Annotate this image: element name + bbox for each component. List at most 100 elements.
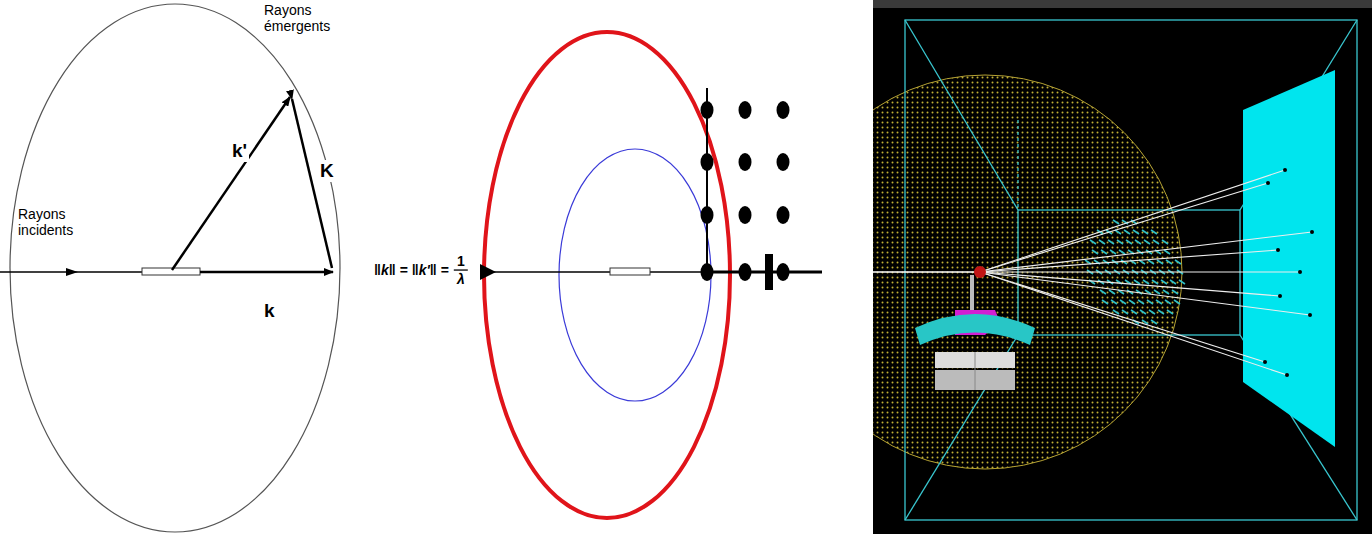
lattice-node — [1113, 220, 1119, 224]
diffraction-spot — [1285, 373, 1289, 377]
lattice-node — [1117, 240, 1123, 244]
lattice-point — [701, 101, 714, 119]
detector-mark — [765, 254, 773, 290]
ray-arrowhead — [66, 268, 78, 276]
lattice-node — [1131, 310, 1137, 314]
diffraction-spot — [1283, 168, 1287, 172]
lattice-node — [1133, 230, 1139, 234]
lattice-point — [701, 153, 714, 171]
sample — [974, 266, 986, 278]
lattice-node — [1113, 310, 1119, 314]
ewald-circle — [10, 4, 340, 532]
lattice-node — [1148, 260, 1154, 264]
lattice-node — [1143, 280, 1149, 284]
lattice-node — [1124, 230, 1130, 234]
lattice-node — [1162, 240, 1168, 244]
goniometer — [915, 275, 1035, 390]
lattice-node — [1172, 290, 1178, 294]
ray-label: Rayons incidents — [16, 206, 92, 238]
formula-text: 1 — [455, 253, 467, 269]
ray-label: Rayons émergents — [262, 2, 338, 34]
diffracted-rays — [980, 168, 1314, 377]
diffracted-ray — [980, 272, 1310, 315]
limiting-sphere — [559, 149, 711, 401]
lattice-node — [1102, 300, 1108, 304]
lattice-node — [1109, 290, 1115, 294]
lattice-node — [1174, 300, 1180, 304]
lattice-node — [1179, 280, 1185, 284]
lattice-node — [1108, 240, 1114, 244]
formula-text: λ — [455, 271, 467, 287]
render-3d — [788, 0, 1372, 534]
lattice-node — [1100, 290, 1106, 294]
lattice-node — [1151, 230, 1157, 234]
lattice-point — [701, 206, 714, 224]
lattice-node — [1092, 250, 1098, 254]
lattice-node — [1156, 300, 1162, 304]
lattice-node — [1167, 310, 1173, 314]
vector-label: k — [262, 300, 277, 322]
window-strip — [873, 0, 1372, 8]
lattice-node — [1166, 260, 1172, 264]
ewald-sphere-left — [0, 4, 340, 532]
room-wireframe — [905, 20, 1357, 520]
fraction-bar — [454, 269, 468, 270]
reciprocal-lattice — [701, 101, 790, 281]
lattice-node — [1140, 310, 1146, 314]
lattice-node — [1144, 240, 1150, 244]
vector-label: K — [318, 160, 336, 182]
lattice-node — [1147, 300, 1153, 304]
diffraction-spot — [1266, 181, 1270, 185]
diffraction-spot — [1278, 294, 1282, 298]
crystal — [610, 268, 650, 275]
diffracted-ray — [980, 183, 1268, 272]
lattice-node — [1149, 310, 1155, 314]
lattice-node — [1170, 280, 1176, 284]
lattice-node — [1119, 250, 1125, 254]
ewald-sphere — [484, 32, 730, 518]
diffracted-ray — [980, 272, 1265, 362]
lattice-node — [1115, 230, 1121, 234]
lattice-point — [777, 263, 790, 281]
lattice-node — [1164, 250, 1170, 254]
lattice-node — [1120, 300, 1126, 304]
k-vector — [200, 271, 333, 274]
lattice-node — [1135, 240, 1141, 244]
lattice-point — [739, 101, 752, 119]
diffracted-ray — [980, 272, 1287, 375]
lattice-point — [739, 263, 752, 281]
formula-text: ‖k‖ = ‖k'‖ = — [372, 262, 451, 278]
k-prime-vector — [172, 97, 290, 270]
lattice-point — [739, 153, 752, 171]
lattice-node — [1101, 250, 1107, 254]
lattice-point — [777, 153, 790, 171]
lattice-node — [1142, 230, 1148, 234]
lattice-point — [777, 206, 790, 224]
lattice-node — [1175, 260, 1181, 264]
diffracted-ray — [980, 232, 1312, 272]
diffraction-spot — [1308, 313, 1312, 317]
diffraction-spot — [1298, 270, 1302, 274]
lattice-point — [739, 206, 752, 224]
lattice-point — [777, 101, 790, 119]
beam-arrowhead — [480, 264, 496, 280]
diffracted-ray — [980, 170, 1285, 272]
crystal — [142, 268, 200, 275]
lattice-node — [1161, 280, 1167, 284]
lattice-node — [1134, 280, 1140, 284]
incident-beam — [873, 271, 980, 273]
scattering-vector — [292, 99, 332, 268]
lattice-node — [1158, 310, 1164, 314]
lattice-node — [1138, 300, 1144, 304]
lattice-node — [1126, 240, 1132, 244]
lattice-node — [1099, 240, 1105, 244]
diffraction-spot — [1310, 230, 1314, 234]
lattice-node — [1110, 250, 1116, 254]
diffracted-ray — [980, 271, 1300, 272]
diffracted-ray — [980, 250, 1278, 272]
lattice-node — [1153, 240, 1159, 244]
lattice-node — [1111, 300, 1117, 304]
lattice-node — [1129, 300, 1135, 304]
